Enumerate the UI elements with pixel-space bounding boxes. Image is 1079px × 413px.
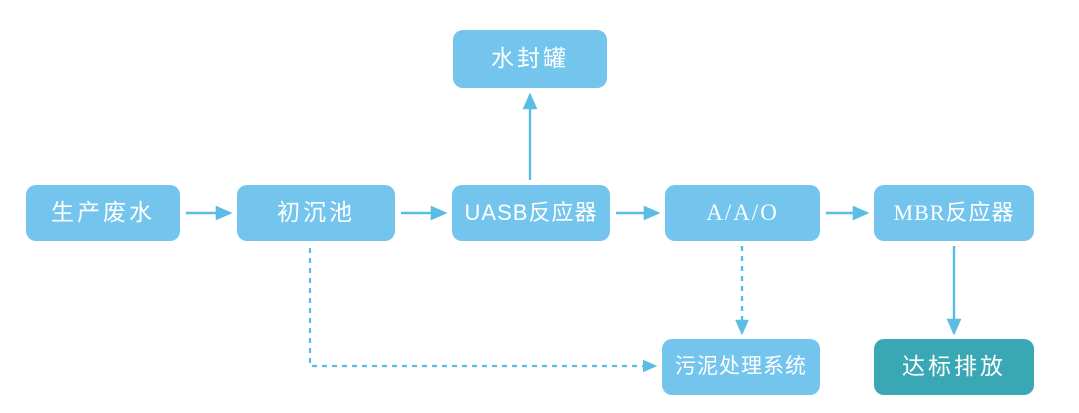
node-aao-unit[interactable]: A/A/O	[665, 185, 820, 241]
node-primary-settling-tank[interactable]: 初沉池	[237, 185, 395, 241]
node-label-water-seal-tank: 水封罐	[491, 45, 569, 72]
node-label-raw-wastewater: 生产废水	[51, 199, 155, 226]
node-label-compliant-discharge: 达标排放	[902, 353, 1006, 380]
node-label-sludge-treatment-system: 污泥处理系统	[675, 355, 807, 379]
node-label-uasb-reactor: UASB反应器	[464, 199, 598, 225]
node-mbr-reactor[interactable]: MBR反应器	[874, 185, 1034, 241]
node-compliant-discharge[interactable]: 达标排放	[874, 339, 1034, 395]
node-sludge-treatment-system[interactable]: 污泥处理系统	[662, 339, 820, 395]
node-label-mbr-reactor: MBR反应器	[893, 199, 1015, 225]
edge-settling-to-sludge	[308, 248, 658, 373]
node-water-seal-tank[interactable]: 水封罐	[453, 30, 607, 88]
node-uasb-reactor[interactable]: UASB反应器	[452, 185, 610, 241]
node-raw-wastewater[interactable]: 生产废水	[26, 185, 180, 241]
node-label-aao-unit: A/A/O	[706, 200, 779, 226]
node-label-primary-settling-tank: 初沉池	[277, 199, 355, 226]
